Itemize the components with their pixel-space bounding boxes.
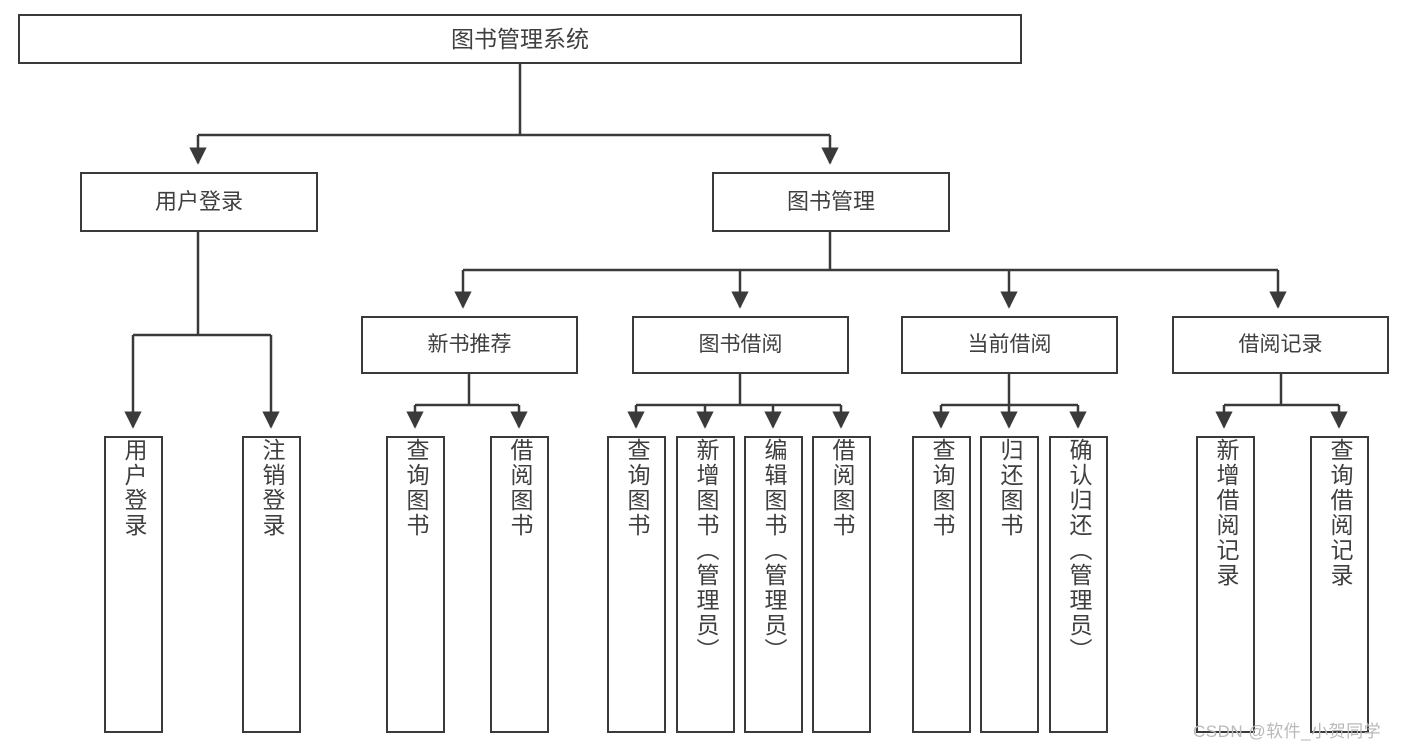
leaf-add-borrow-record[interactable]: 新增借阅记录 (1196, 436, 1255, 733)
leaf-user-login[interactable]: 用户登录 (104, 436, 163, 733)
node-label: 确认归还（管理员） (1066, 438, 1092, 663)
leaf-add-book-admin[interactable]: 新增图书（管理员） (676, 436, 735, 733)
node-label: 编辑图书（管理员） (761, 438, 787, 663)
node-label: 用户登录 (154, 189, 243, 215)
leaf-confirm-return-admin[interactable]: 确认归还（管理员） (1049, 436, 1108, 733)
node-label: 当前借阅 (967, 332, 1052, 356)
node-book-management[interactable]: 图书管理 (712, 172, 950, 232)
leaf-edit-book-admin[interactable]: 编辑图书（管理员） (744, 436, 803, 733)
watermark-text: CSDN @软件_小贺同学 (1193, 722, 1382, 741)
node-label: 新书推荐 (427, 332, 512, 356)
node-root-system[interactable]: 图书管理系统 (18, 14, 1022, 64)
node-label: 新增图书（管理员） (693, 438, 719, 663)
leaf-return-book[interactable]: 归还图书 (980, 436, 1039, 733)
leaf-query-book-borrow[interactable]: 查询图书 (607, 436, 666, 733)
leaf-query-book-current[interactable]: 查询图书 (912, 436, 971, 733)
node-label: 用户登录 (121, 438, 147, 538)
node-label: 图书管理系统 (451, 25, 589, 52)
node-borrow-records[interactable]: 借阅记录 (1172, 316, 1389, 374)
node-current-borrow[interactable]: 当前借阅 (901, 316, 1118, 374)
node-label: 查询图书 (929, 438, 955, 538)
node-label: 查询图书 (403, 438, 429, 538)
node-label: 归还图书 (997, 438, 1023, 538)
node-label: 借阅记录 (1238, 332, 1323, 356)
node-book-borrow[interactable]: 图书借阅 (632, 316, 849, 374)
node-label: 借阅图书 (507, 438, 533, 538)
node-label: 查询图书 (624, 438, 650, 538)
node-new-book-recommend[interactable]: 新书推荐 (361, 316, 578, 374)
leaf-query-book-recommend[interactable]: 查询图书 (386, 436, 445, 733)
node-label: 查询借阅记录 (1327, 438, 1353, 588)
leaf-borrow-book[interactable]: 借阅图书 (812, 436, 871, 733)
node-label: 图书管理 (786, 189, 875, 215)
node-label: 注销登录 (259, 438, 285, 538)
node-label: 借阅图书 (829, 438, 855, 538)
leaf-query-borrow-record[interactable]: 查询借阅记录 (1310, 436, 1369, 733)
node-label: 图书借阅 (698, 332, 783, 356)
leaf-borrow-book-recommend[interactable]: 借阅图书 (490, 436, 549, 733)
leaf-logout[interactable]: 注销登录 (242, 436, 301, 733)
node-user-login[interactable]: 用户登录 (80, 172, 318, 232)
node-label: 新增借阅记录 (1213, 438, 1239, 588)
